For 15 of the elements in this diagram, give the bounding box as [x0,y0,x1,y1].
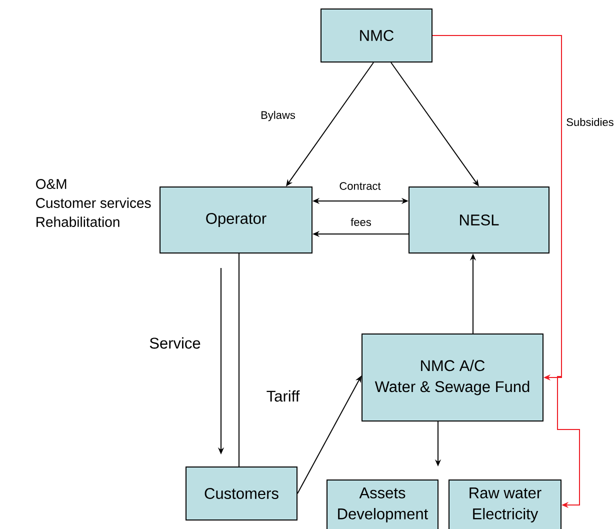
edge-label: Bylaws [260,110,296,122]
arrow [432,35,580,508]
process-box: NMC A/C Water & Sewage Fund [362,334,544,422]
process-box: NMC [320,8,432,62]
process-box: Customers [186,466,298,520]
process-box: Assets Development [326,480,438,529]
edge-label: Subsidies [565,116,615,128]
process-box: Operator [160,186,312,254]
edge-label: fees [350,216,372,228]
edge-label: Service [148,336,202,350]
edge-label: Contract [338,181,382,191]
edge-label: Tariff [265,389,301,403]
process-box: NESL [408,186,550,254]
process-box: Raw water Electricity [448,480,562,529]
side-note: O&M Customer services Rehabilitation [36,179,151,227]
